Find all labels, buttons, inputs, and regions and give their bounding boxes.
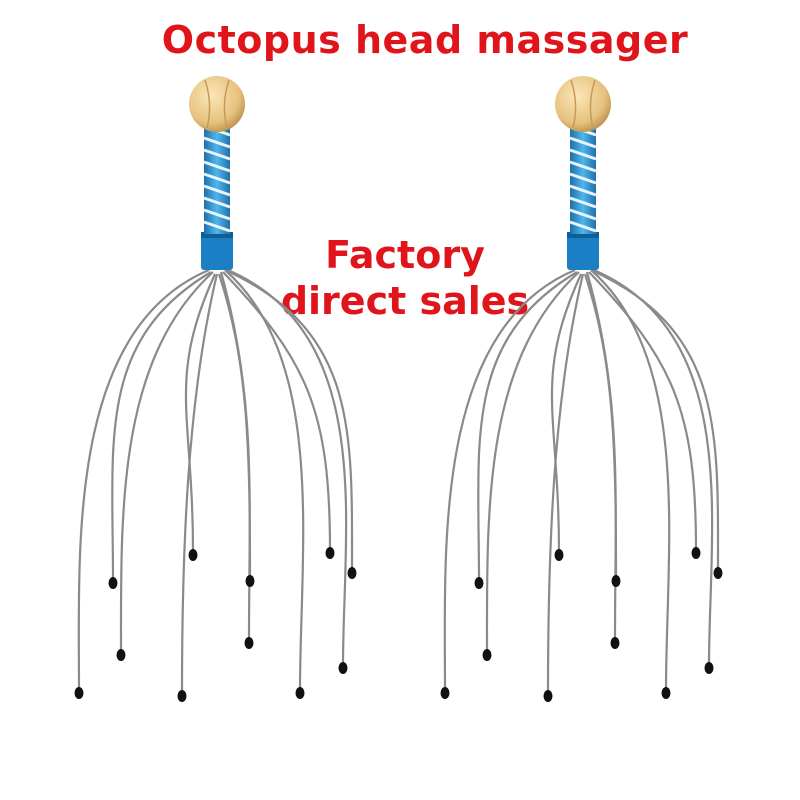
- promo-line-1: Factory: [325, 233, 485, 277]
- promo-text: Factory direct sales: [240, 232, 570, 324]
- promo-line-2: direct sales: [280, 279, 530, 323]
- head-massager-left-icon: [74, 76, 357, 702]
- head-massager-right-icon: [440, 76, 723, 702]
- page-title: Octopus head massager: [161, 18, 689, 62]
